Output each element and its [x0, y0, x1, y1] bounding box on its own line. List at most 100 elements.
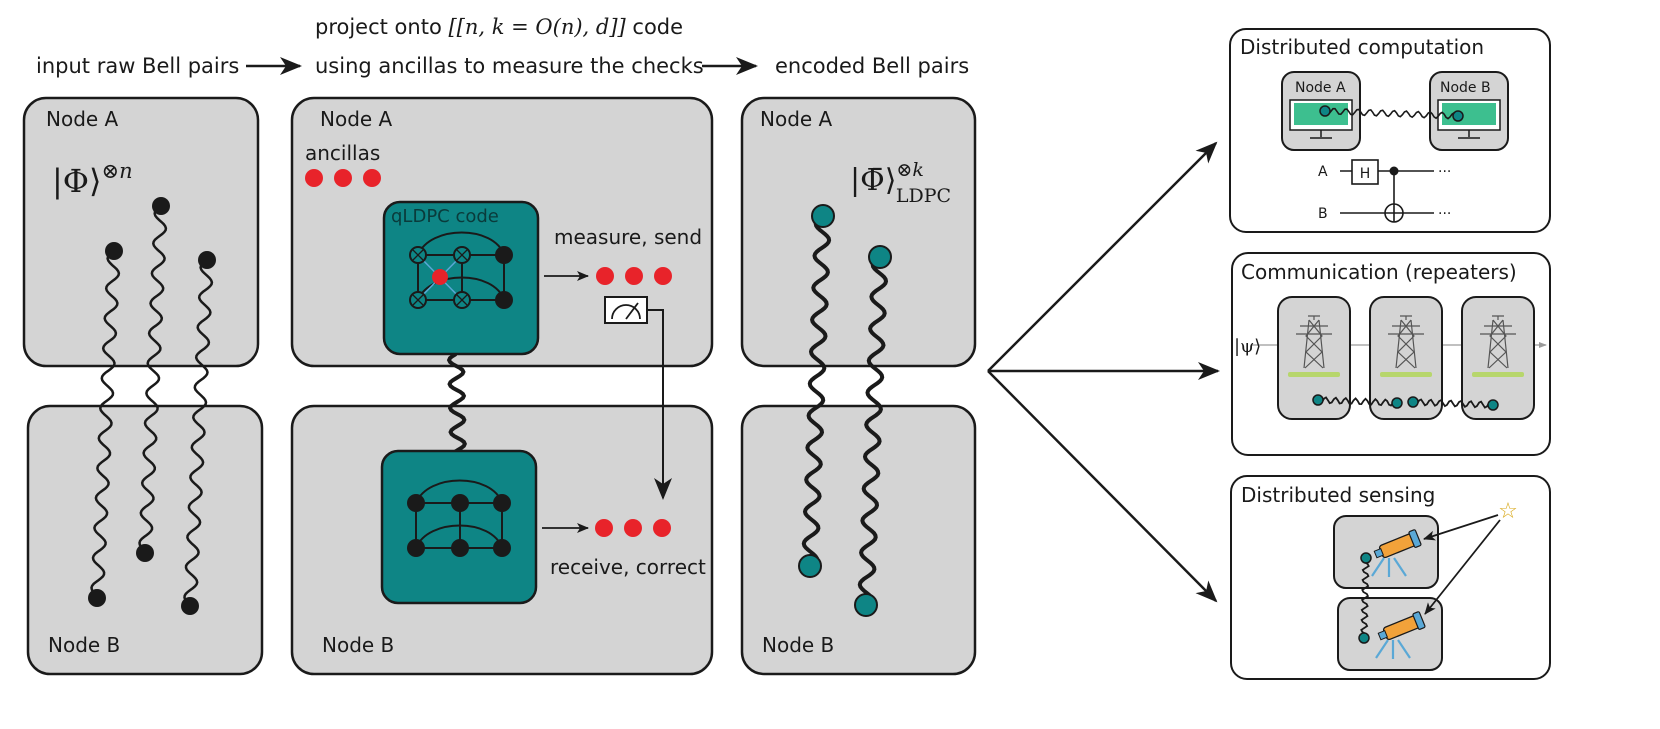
hadamard-gate: [1351, 159, 1379, 185]
panel-projection: Node A Node B ancillas qLDPC code: [290, 96, 714, 676]
repeater-link-2: [1412, 398, 1494, 409]
repeater-station: [1277, 296, 1351, 420]
received-ancilla: [653, 519, 671, 537]
app-title: Distributed sensing: [1241, 483, 1435, 507]
memory-rail: [1288, 372, 1340, 377]
node-b-label: Node B: [322, 633, 394, 657]
app-title: Distributed computation: [1240, 35, 1484, 59]
data-qubit: [493, 494, 511, 512]
classical-send-arrow: [647, 309, 672, 500]
measured-ancilla: [654, 267, 672, 285]
qldpc-code-label: qLDPC code: [391, 206, 499, 227]
computer-node-b-label: Node B: [1440, 80, 1491, 96]
receive-correct-label: receive, correct: [550, 555, 706, 579]
qubit-dot: [198, 251, 216, 269]
ancillas-label: ancillas: [305, 141, 380, 165]
node-b-box: [740, 404, 977, 676]
logical-qubit: [1319, 105, 1331, 117]
memory-rail: [1472, 372, 1524, 377]
hadamard-gate-label: H: [1360, 166, 1371, 182]
ancilla-dot: [363, 169, 381, 187]
sensing-bell-link: [1360, 557, 1370, 639]
app-title: Communication (repeaters): [1241, 260, 1517, 284]
arrow-to-computation: [987, 141, 1218, 372]
repeater-station: [1369, 296, 1443, 420]
wire-b-ellipsis: ···: [1438, 206, 1451, 222]
raw-state-label: |Φ⟩⊗n: [52, 159, 133, 200]
wire-a-ellipsis: ···: [1438, 164, 1451, 180]
node-b-box: [26, 404, 264, 676]
raw-bell-pair-3: [183, 259, 214, 608]
star-icon: ☆: [1498, 499, 1518, 524]
monitor-screen: [1442, 103, 1496, 125]
panel-raw-bell-pairs: Node A Node B |Φ⟩⊗n: [22, 96, 264, 676]
data-qubit: [451, 539, 469, 557]
cnot-control: [1389, 166, 1399, 176]
wire-b-label: B: [1318, 206, 1328, 222]
raw-bell-pair-1: [90, 250, 121, 600]
application-arrows: [987, 141, 1220, 603]
meter-icon: [604, 296, 648, 324]
node-a-label: Node A: [46, 107, 119, 131]
app-distributed-sensing: Distributed sensing ☆: [1230, 475, 1551, 680]
flow-step-ancillas: using ancillas to measure the checks: [315, 54, 704, 78]
node-a-label: Node A: [320, 107, 393, 131]
check-cross-marks: [412, 249, 468, 306]
logical-qubit: [868, 245, 892, 269]
telescope-icon: [1375, 611, 1426, 659]
flow-step-project: project onto [[n, k = O(n), d]] code: [315, 15, 683, 39]
measured-ancilla: [596, 267, 614, 285]
repeater-link-1: [1317, 396, 1398, 407]
encoded-bell-pair-1: [801, 214, 832, 568]
computer-node-a-label: Node A: [1295, 80, 1346, 96]
logical-qubit: [1358, 632, 1370, 644]
qubit-dot: [181, 597, 199, 615]
cnot-target-cross: [1385, 204, 1403, 222]
data-qubit: [407, 494, 425, 512]
telescope-icon: [1371, 529, 1422, 577]
node-b-label: Node B: [762, 633, 834, 657]
node-b-label: Node B: [48, 633, 120, 657]
raw-bell-pair-2: [138, 205, 168, 555]
star-ray-b: [1424, 519, 1501, 615]
monitor-stand: [1458, 130, 1480, 139]
data-qubit: [407, 539, 425, 557]
logical-qubit: [1407, 396, 1419, 408]
node-a-box: [740, 96, 977, 368]
computation-bell-link: [1324, 107, 1459, 120]
data-qubit: [451, 494, 469, 512]
data-qubit: [495, 246, 513, 264]
arrow-to-sensing: [987, 370, 1218, 603]
data-qubit: [493, 539, 511, 557]
qubit-dot: [88, 589, 106, 607]
logical-qubit: [798, 554, 822, 578]
flow-step-input: input raw Bell pairs: [36, 54, 239, 78]
qubit-dot: [136, 544, 154, 562]
logical-qubit: [1452, 110, 1464, 122]
pylon-icon: [1388, 315, 1424, 369]
app-distributed-computation: Distributed computation Node A Node B A …: [1229, 28, 1551, 233]
logical-qubit: [1487, 399, 1499, 411]
qubit-dot: [105, 242, 123, 260]
ancilla-dot: [334, 169, 352, 187]
monitor-stand: [1310, 130, 1332, 139]
wire-a-label: A: [1318, 164, 1328, 180]
repeater-station: [1461, 296, 1535, 420]
node-a-label: Node A: [760, 107, 833, 131]
code-bell-link: [446, 352, 467, 454]
received-ancilla: [624, 519, 642, 537]
pylon-icon: [1480, 315, 1516, 369]
qubit-dot: [152, 197, 170, 215]
node-a-box: [22, 96, 260, 368]
flow-step-encoded: encoded Bell pairs: [775, 54, 969, 78]
memory-rail: [1380, 372, 1432, 377]
logical-qubit: [1360, 552, 1372, 564]
encoded-bell-pair-2: [857, 255, 889, 607]
data-qubit: [495, 291, 513, 309]
pylon-icon: [1296, 315, 1332, 369]
measured-ancilla: [625, 267, 643, 285]
psi-state-label: |ψ⟩: [1234, 336, 1261, 357]
